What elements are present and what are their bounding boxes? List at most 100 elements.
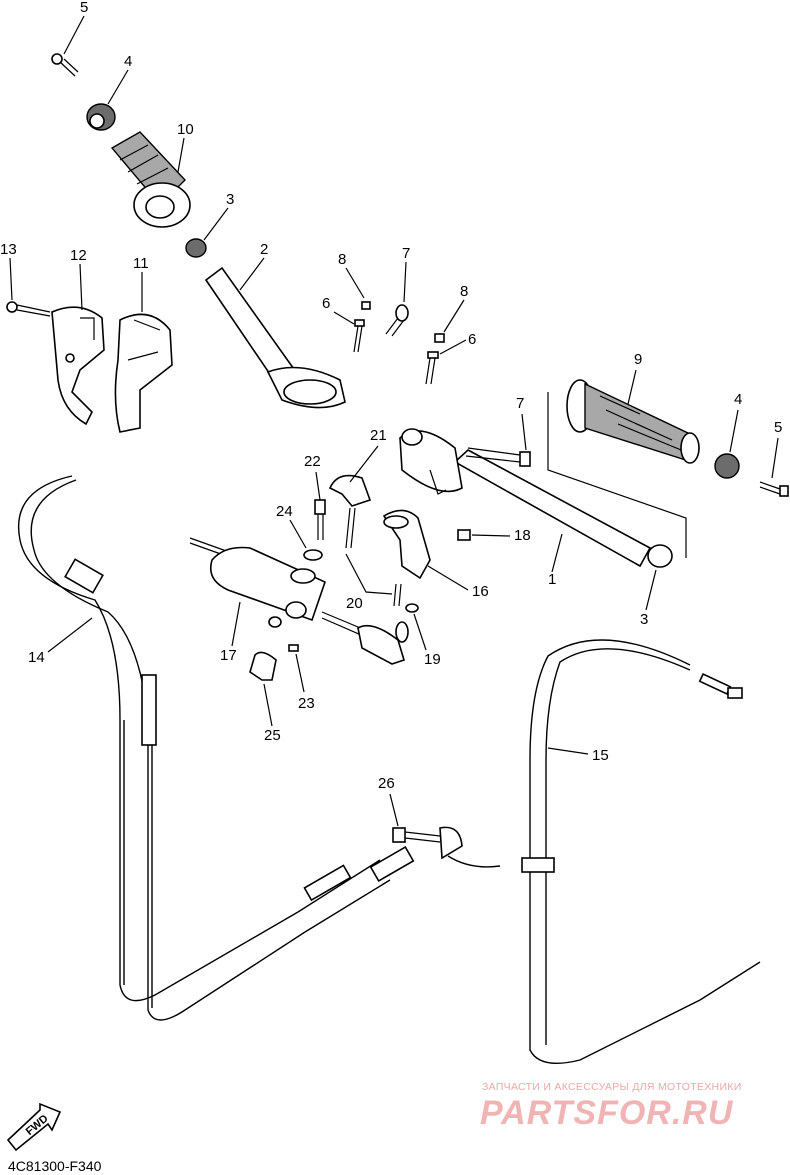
callout-3-left: 3 xyxy=(203,191,234,241)
watermark-tagline: ЗАПЧАСТИ И АКСЕССУАРЫ ДЛЯ МОТОТЕХНИКИ xyxy=(482,1081,742,1093)
svg-text:9: 9 xyxy=(634,351,642,368)
svg-text:16: 16 xyxy=(472,583,489,600)
bracket-21 xyxy=(328,474,372,507)
diagram-code: 4C81300-F340 xyxy=(8,1158,102,1174)
svg-text:5: 5 xyxy=(80,0,88,16)
callout-6-left: 6 xyxy=(322,295,355,325)
callout-13: 13 xyxy=(0,241,17,301)
steering-damper-17 xyxy=(189,537,409,665)
nut-18 xyxy=(457,529,471,541)
callout-1: 1 xyxy=(548,533,563,588)
callout-8-right: 8 xyxy=(443,283,468,333)
callout-25: 25 xyxy=(263,683,281,744)
callout-10: 10 xyxy=(177,121,194,173)
bolt-5-left xyxy=(51,53,79,77)
callout-14: 14 xyxy=(28,617,93,666)
svg-text:20: 20 xyxy=(346,595,363,612)
throttle-cable-14 xyxy=(18,475,415,1021)
callout-18: 18 xyxy=(471,527,531,544)
switch-housing-11 xyxy=(114,313,173,433)
bar-end-cap-3-right xyxy=(647,544,673,568)
svg-text:8: 8 xyxy=(338,251,346,268)
grip-9 xyxy=(547,379,700,558)
svg-text:6: 6 xyxy=(322,295,330,312)
svg-text:24: 24 xyxy=(276,503,293,520)
callout-7-right: 7 xyxy=(516,395,527,451)
svg-text:4: 4 xyxy=(734,391,742,408)
svg-text:3: 3 xyxy=(640,611,648,628)
bolt-26 xyxy=(392,826,501,868)
svg-text:21: 21 xyxy=(370,427,387,444)
callout-2: 2 xyxy=(239,241,268,291)
svg-text:14: 14 xyxy=(28,649,45,666)
callout-9: 9 xyxy=(627,351,642,405)
bar-end-cap-3-left xyxy=(185,238,207,258)
svg-text:23: 23 xyxy=(298,695,315,712)
callout-26: 26 xyxy=(378,775,399,827)
nut-8-right xyxy=(434,333,445,343)
svg-text:19: 19 xyxy=(424,651,441,668)
callout-11: 11 xyxy=(133,255,149,312)
callout-15: 15 xyxy=(547,747,609,764)
washer-19 xyxy=(405,603,419,613)
bolt-22 xyxy=(314,499,326,540)
callout-5-left: 5 xyxy=(63,0,88,55)
callout-8-left: 8 xyxy=(338,251,365,299)
svg-text:22: 22 xyxy=(304,453,321,470)
svg-text:7: 7 xyxy=(402,245,410,262)
svg-text:7: 7 xyxy=(516,395,524,412)
callout-3-right: 3 xyxy=(640,569,657,628)
svg-text:2: 2 xyxy=(260,241,268,258)
clip-23 xyxy=(288,644,299,652)
washer-24 xyxy=(303,549,323,561)
callout-19: 19 xyxy=(413,613,441,668)
handlebar-1 xyxy=(399,428,652,568)
callout-17: 17 xyxy=(220,601,241,664)
callout-7-left: 7 xyxy=(402,245,410,303)
bracket-16 xyxy=(382,509,431,580)
bolt-20-right xyxy=(393,583,402,607)
switch-housing-12 xyxy=(51,306,105,426)
callout-4-right: 4 xyxy=(729,391,742,453)
fwd-arrow-icon: FWD xyxy=(6,1102,62,1152)
svg-text:13: 13 xyxy=(0,241,17,258)
callout-24: 24 xyxy=(276,503,307,549)
nut-8-left xyxy=(361,301,371,310)
handlebar-2 xyxy=(204,266,346,409)
bar-end-weight-4-right xyxy=(714,453,740,479)
callout-20: 20 xyxy=(345,553,393,612)
svg-text:18: 18 xyxy=(514,527,531,544)
clamp-25 xyxy=(249,651,277,681)
svg-text:15: 15 xyxy=(592,747,609,764)
svg-text:1: 1 xyxy=(548,571,556,588)
callout-5-right: 5 xyxy=(771,419,782,479)
svg-text:6: 6 xyxy=(468,331,476,348)
bolt-6-left xyxy=(353,319,365,353)
callout-4-left: 4 xyxy=(107,53,132,105)
callout-21: 21 xyxy=(349,427,387,483)
clutch-cable-15 xyxy=(521,639,761,1064)
svg-text:26: 26 xyxy=(378,775,395,792)
bar-end-weight-4-left xyxy=(86,103,116,131)
svg-text:3: 3 xyxy=(226,191,234,208)
watermark-brand: PARTSFOR.RU xyxy=(480,1094,734,1132)
svg-text:10: 10 xyxy=(177,121,194,138)
bolt-7-right xyxy=(465,447,531,467)
svg-text:8: 8 xyxy=(460,283,468,300)
screw-13 xyxy=(6,301,51,317)
svg-text:5: 5 xyxy=(774,419,782,436)
callout-22: 22 xyxy=(304,453,321,501)
svg-text:11: 11 xyxy=(133,255,149,272)
bolt-7-left xyxy=(385,304,409,337)
svg-text:25: 25 xyxy=(264,727,281,744)
callout-23: 23 xyxy=(295,653,315,712)
svg-text:17: 17 xyxy=(220,647,237,664)
bolt-6-right xyxy=(425,351,439,385)
bolt-20-left xyxy=(345,507,356,549)
svg-text:12: 12 xyxy=(70,247,87,264)
grip-10 xyxy=(110,131,191,228)
svg-text:4: 4 xyxy=(124,53,132,70)
callout-12: 12 xyxy=(70,247,87,311)
callout-6-right: 6 xyxy=(439,331,476,355)
